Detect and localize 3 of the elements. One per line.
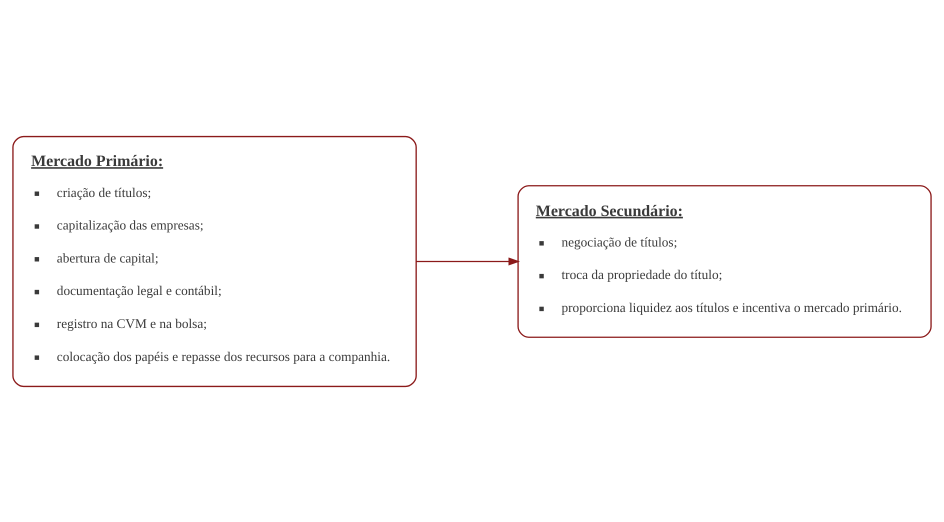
arrow (416, 256, 520, 266)
node-box: Mercado Primário: criação de títulos; capitalização das empresas; abertura de capital; documentação legal e contábil; registro na CVM e na bolsa; colocação dos papéis e repasse dos recursos para a companhia. (12, 135, 417, 387)
node-box: Mercado Secundário: negociação de títulos; troca da propriedade do título; proporciona liquidez aos títulos e incentiva o mercado primário. (517, 184, 932, 338)
